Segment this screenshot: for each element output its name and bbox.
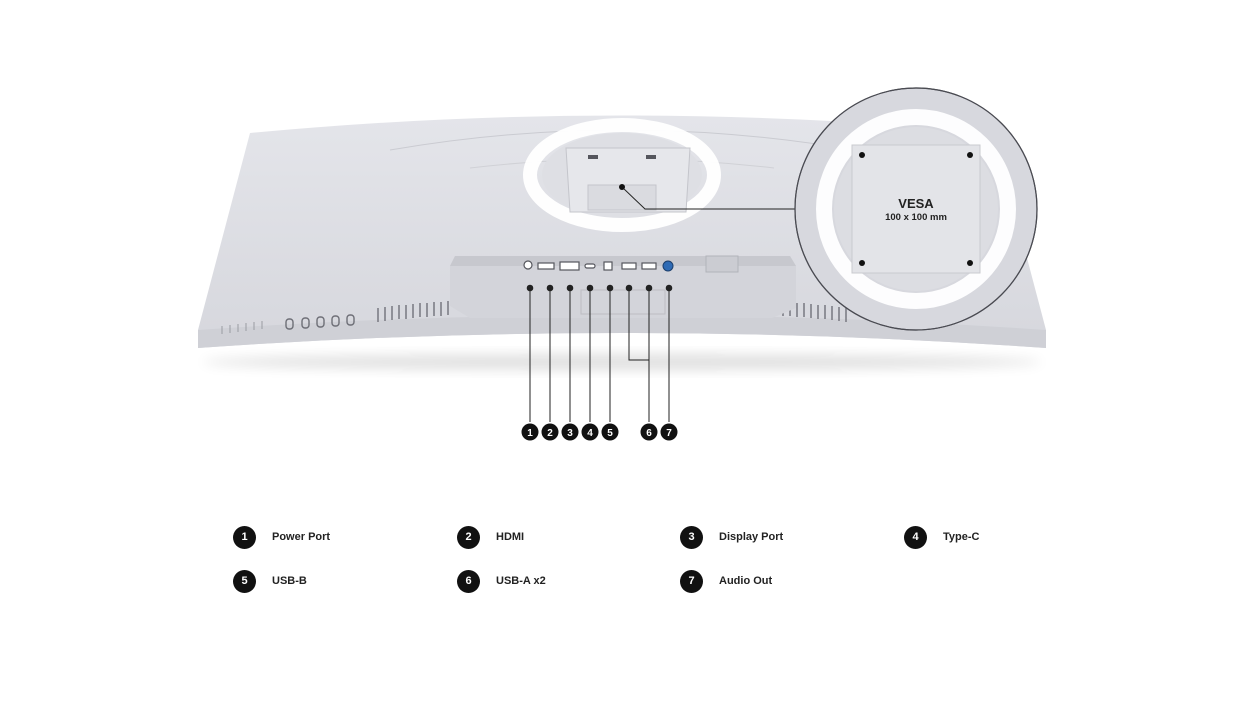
- vesa-size: 100 x 100 mm: [885, 212, 947, 223]
- usb-a-port: [621, 262, 637, 270]
- hdmi-port: [537, 262, 555, 270]
- legend-label: Type-C: [943, 531, 980, 543]
- callout-number: 7: [666, 428, 672, 439]
- callout-number: 3: [567, 428, 573, 439]
- vesa-zoom-inset: VESA 100 x 100 mm: [794, 87, 1038, 331]
- callout-number: 6: [646, 428, 652, 439]
- zoom-glow-ring: [816, 109, 1016, 309]
- legend-label: Display Port: [719, 531, 784, 543]
- monitor-bottom-edge: [198, 315, 1046, 348]
- mount-glow-ring: [523, 118, 721, 232]
- callout-badge: 5: [601, 423, 619, 441]
- legend-number: 3: [680, 525, 703, 549]
- legend-item: 4 Type-C: [904, 525, 979, 549]
- callout-number: 2: [547, 428, 553, 439]
- leader-bracket: [628, 288, 649, 361]
- legend-item: 6 USB-A x2: [457, 569, 546, 593]
- usb-b-port: [603, 261, 613, 271]
- callout-badge: 7: [660, 423, 678, 441]
- callout-badge: 1: [521, 423, 539, 441]
- control-buttons: [285, 314, 355, 330]
- vesa-title: VESA: [898, 196, 934, 211]
- vesa-screw-hole: [967, 152, 973, 158]
- mount-slot: [646, 155, 656, 159]
- legend-number: 6: [457, 569, 480, 593]
- legend-number: 7: [680, 569, 703, 593]
- callout-number: 1: [527, 428, 533, 439]
- vesa-leader-dot: [619, 184, 625, 190]
- type-c-port: [584, 263, 596, 269]
- vesa-leader-line: [621, 186, 796, 210]
- callout-badge: 6: [640, 423, 658, 441]
- display-port: [559, 261, 580, 271]
- legend-label: Power Port: [272, 531, 331, 543]
- vesa-screw-hole: [859, 152, 865, 158]
- legend-item: 1 Power Port: [233, 525, 330, 549]
- legend-number: 5: [233, 569, 256, 593]
- callout-badges: 1 2 3 4 5 6 7: [521, 423, 678, 441]
- callout-badge: 3: [561, 423, 579, 441]
- legend-number: 2: [457, 525, 480, 549]
- vesa-screw-hole: [967, 260, 973, 266]
- legend-number: 4: [904, 525, 927, 549]
- legend-item: 2 HDMI: [457, 525, 524, 549]
- legend-label: HDMI: [496, 531, 525, 543]
- callout-number: 5: [607, 428, 613, 439]
- left-edge-vents: [221, 321, 263, 334]
- vesa-screw-hole: [859, 260, 865, 266]
- callout-number: 4: [587, 428, 593, 439]
- housing-panel: [580, 289, 666, 315]
- usb-a-port: [641, 262, 657, 270]
- zoom-mount-plate: [851, 144, 981, 274]
- left-vent-grille: [377, 301, 449, 322]
- legend-item: 5 USB-B: [233, 569, 307, 593]
- callout-badge: 4: [581, 423, 599, 441]
- port-row: [523, 255, 739, 273]
- legend-label: USB-B: [272, 575, 307, 587]
- monitor-shadow: [202, 354, 1042, 370]
- power-port: [523, 260, 533, 270]
- mount-slot: [588, 155, 598, 159]
- legend-item: 7 Audio Out: [680, 569, 772, 593]
- cable-clip: [705, 255, 739, 273]
- audio-out-port: [662, 260, 674, 272]
- legend-number: 1: [233, 525, 256, 549]
- callout-badge: 2: [541, 423, 559, 441]
- legend-label: Audio Out: [719, 575, 773, 587]
- legend-item: 3 Display Port: [680, 525, 783, 549]
- port-leader-lines: [526, 284, 673, 422]
- legend-label: USB-A x2: [496, 575, 546, 587]
